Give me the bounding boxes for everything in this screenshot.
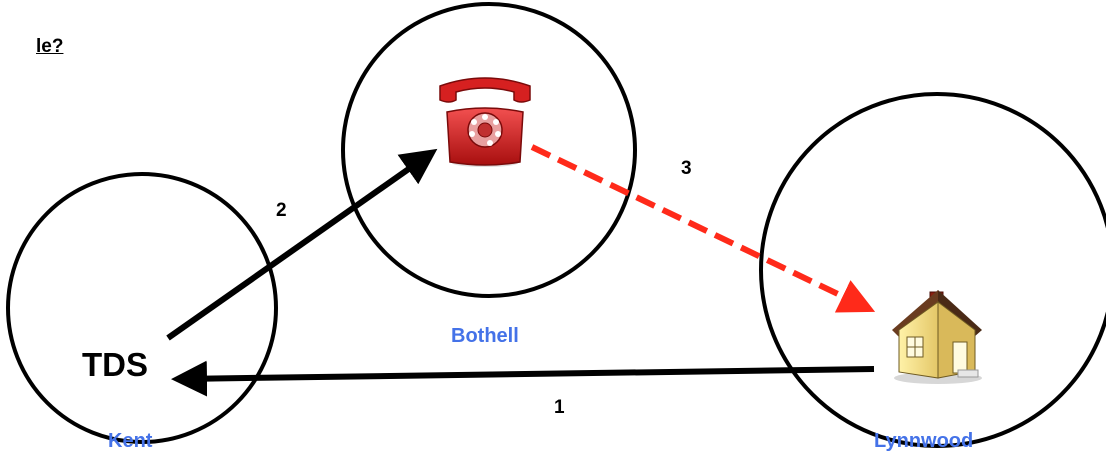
bothell-label: Bothell	[451, 325, 519, 347]
kent-label: Kent	[108, 430, 153, 452]
kent-circle	[6, 172, 278, 444]
header-text: le?	[36, 36, 64, 57]
arrow-2-label: 2	[276, 200, 287, 221]
arrow-lynnwood-to-kent	[171, 360, 875, 397]
telephone-icon	[439, 77, 531, 167]
tds-label: TDS	[82, 346, 148, 383]
lynnwood-label: Lynnwood	[874, 430, 974, 452]
bothell-circle	[341, 2, 637, 298]
arrow-3-label: 3	[681, 158, 692, 179]
arrow-bothell-to-lynnwood	[530, 144, 876, 313]
arrow-1-label: 1	[554, 397, 565, 418]
lynnwood-circle	[759, 92, 1106, 448]
arrow-kent-to-bothell	[166, 148, 438, 341]
house-icon	[892, 290, 982, 384]
